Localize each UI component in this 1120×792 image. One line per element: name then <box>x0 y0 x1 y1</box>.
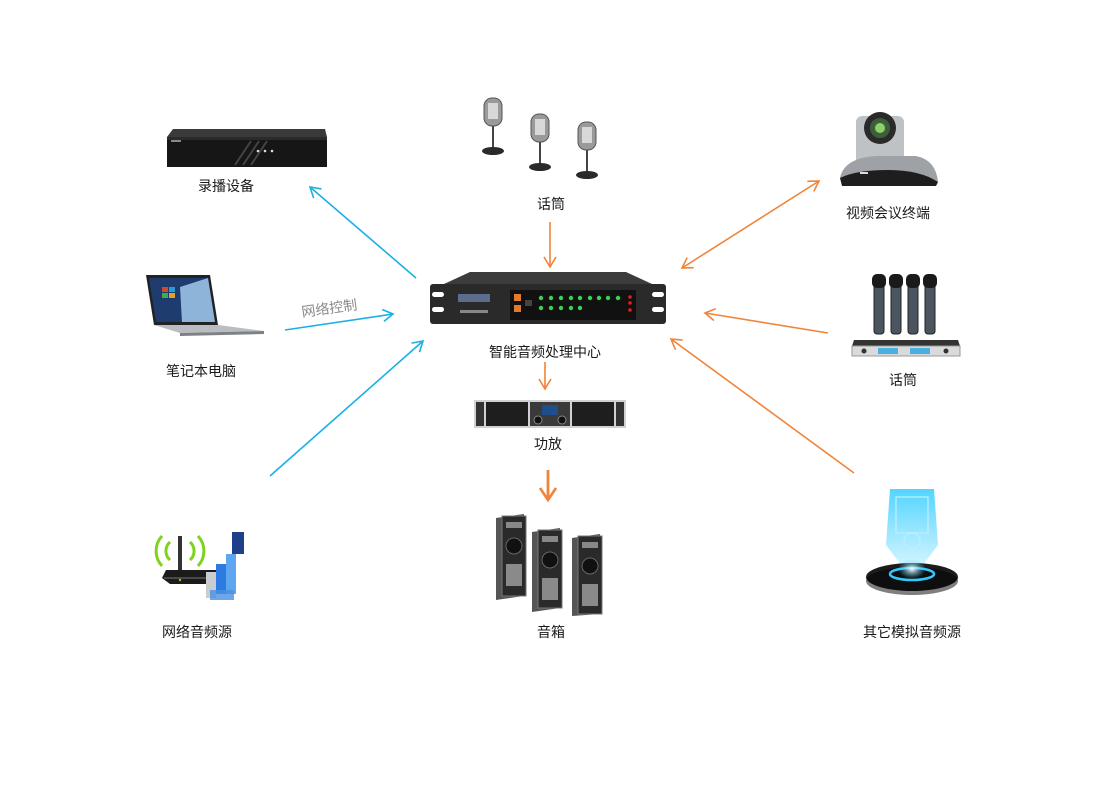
ptz-camera-icon <box>840 112 938 186</box>
arrow-center-video-conf <box>680 180 821 269</box>
network-source-label: 网络音频源 <box>162 625 232 641</box>
laptop-label: 笔记本电脑 <box>166 364 236 380</box>
wireless-mics-node[interactable] <box>850 272 962 362</box>
audio-processor-icon <box>430 272 666 324</box>
gooseneck-mics-node[interactable] <box>476 94 610 186</box>
video-conf-node[interactable] <box>836 108 940 192</box>
router-icon <box>154 532 244 600</box>
amplifier-node[interactable] <box>474 398 626 434</box>
laptop-node[interactable] <box>140 273 265 345</box>
laptop-icon <box>146 275 264 336</box>
recorder-label: 录播设备 <box>198 179 254 195</box>
speakers-label: 音箱 <box>537 625 565 641</box>
amplifier-icon <box>474 400 626 428</box>
center-processor-node[interactable] <box>430 270 666 332</box>
analog-source-label: 其它模拟音频源 <box>863 625 961 641</box>
amplifier-label: 功放 <box>534 437 562 453</box>
recorder-node[interactable] <box>165 125 330 174</box>
arrow-center-to-recorder <box>308 185 417 279</box>
network-source-node[interactable] <box>150 528 250 608</box>
arrow-wireless-mics-to-center <box>703 307 829 334</box>
arrow-network-source-to-center <box>269 339 425 477</box>
wireless-microphones-icon <box>851 274 961 357</box>
microphones-icon <box>482 97 598 179</box>
recorder-icon <box>167 129 327 167</box>
wireless-mics-label: 话筒 <box>889 373 917 389</box>
arrow-laptop-to-center <box>284 308 395 331</box>
gooseneck-mics-label: 话筒 <box>537 197 565 213</box>
speakers-icon <box>496 514 603 616</box>
arrow-analog-source-to-center <box>669 338 855 474</box>
hologram-device-icon <box>866 489 958 595</box>
speakers-node[interactable] <box>494 512 610 620</box>
analog-source-node[interactable] <box>860 485 964 605</box>
center-processor-label: 智能音频处理中心 <box>489 345 601 361</box>
video-conf-label: 视频会议终端 <box>846 206 930 222</box>
